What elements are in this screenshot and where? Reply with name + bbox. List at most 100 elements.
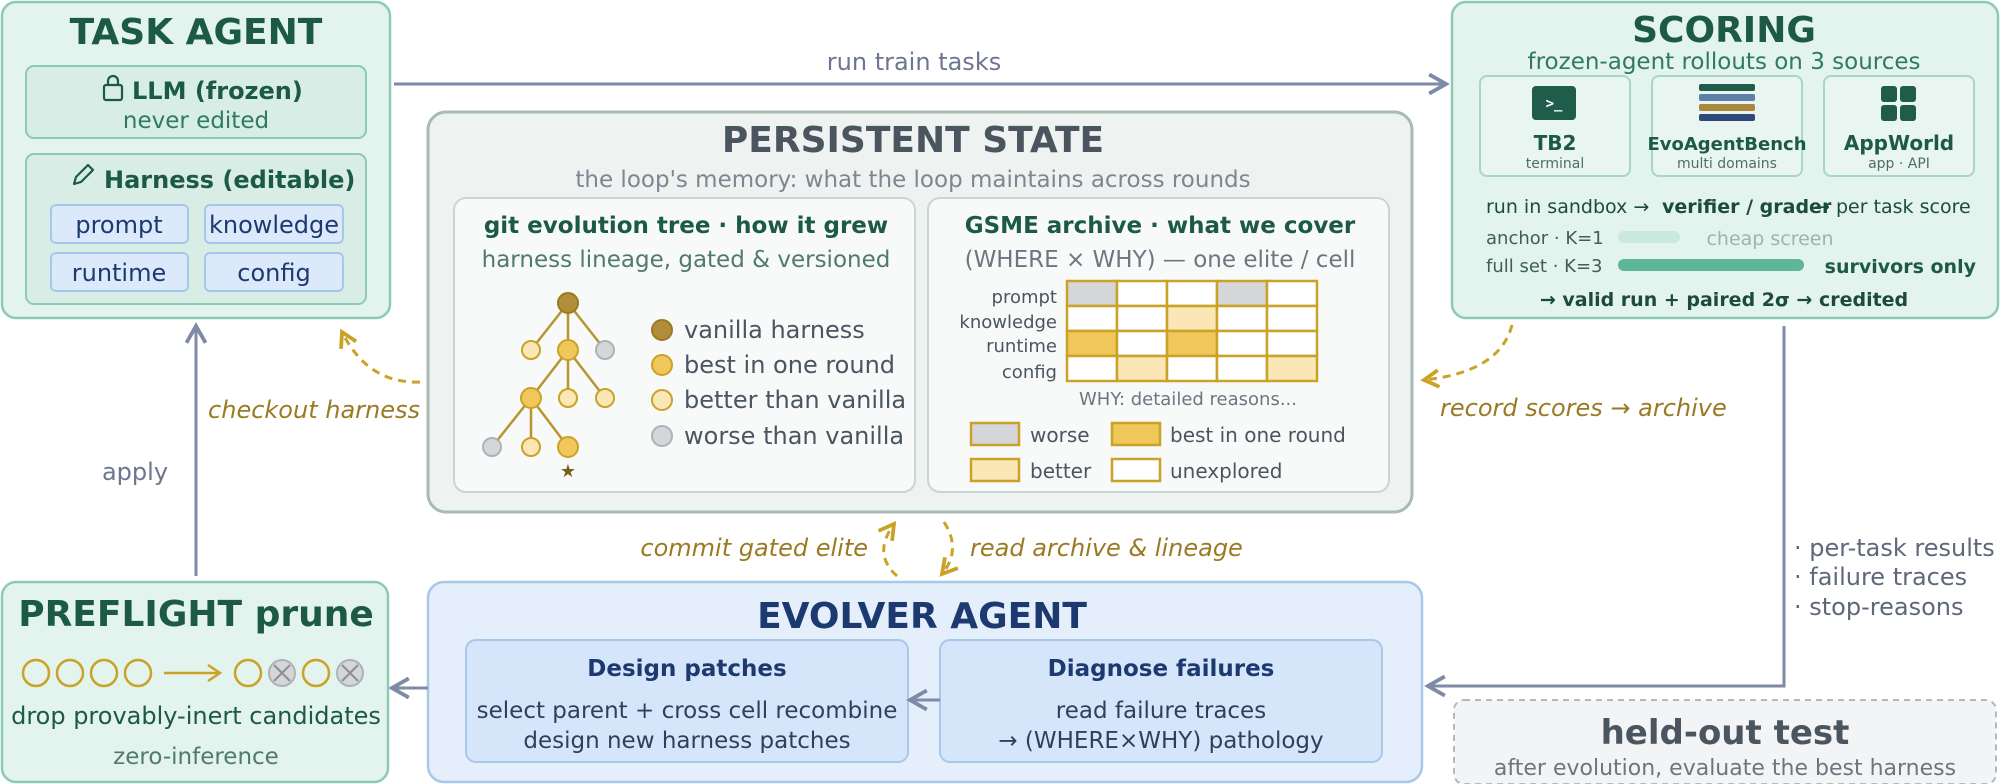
harness-chips: prompt knowledge runtime config	[50, 204, 344, 292]
source-sub-tb2: terminal	[1526, 156, 1584, 172]
run-train-label: run train tasks	[827, 48, 1001, 76]
preflight-sub1: drop provably-inert candidates	[11, 702, 381, 730]
grid-row-prompt: prompt	[992, 287, 1057, 308]
grid-row-knowledge: knowledge	[959, 312, 1057, 333]
persistent-state-panel: PERSISTENT STATE the loop's memory: what…	[426, 110, 1414, 514]
source-card-evoagentbench	[1651, 75, 1803, 177]
source-sub-evoagentbench: multi domains	[1677, 156, 1777, 172]
llm-title: LLM (frozen)	[132, 77, 303, 105]
checkout-arrow	[339, 328, 421, 384]
grid-cell-unexplored	[1115, 329, 1169, 358]
legend-dot-best	[651, 354, 673, 376]
tree-node	[521, 340, 541, 360]
task-agent-title: TASK AGENT	[70, 12, 323, 53]
grid-cell-worse	[1065, 279, 1119, 308]
read-arrow	[939, 521, 959, 577]
star-icon: ★	[560, 461, 576, 482]
legend-better: better than vanilla	[684, 386, 906, 414]
grid-cell-best	[1165, 329, 1219, 358]
legend-gsme-unexplored: unexplored	[1170, 459, 1282, 483]
legend-swatch-unexplored	[1110, 457, 1162, 483]
grid-cell-unexplored	[1065, 354, 1119, 383]
terminal-icon: >_	[1532, 86, 1576, 120]
grid-cell-unexplored	[1215, 354, 1269, 383]
tree-node	[595, 388, 615, 408]
candidate-circles-after	[233, 658, 364, 688]
grid-cell-unexplored	[1165, 279, 1219, 308]
source-name-appworld: AppWorld	[1844, 131, 1954, 155]
cheap-screen-label: cheap screen	[1706, 228, 1833, 250]
gsme-legend: worse best in one round better unexplore…	[969, 421, 1346, 483]
grid-cell-better	[1265, 354, 1319, 383]
record-label: record scores → archive	[1440, 394, 1727, 422]
design-title: Design patches	[587, 656, 786, 682]
tree-legend: vanilla harness best in one round better…	[651, 316, 906, 450]
persistent-title: PERSISTENT STATE	[722, 120, 1104, 161]
grid-row-runtime: runtime	[986, 336, 1057, 357]
chip-config: config	[237, 259, 310, 287]
gsme-grid	[1065, 279, 1319, 383]
diagnose-title: Diagnose failures	[1048, 656, 1275, 682]
commit-arrow	[877, 520, 899, 578]
design-line-2: design new harness patches	[523, 728, 850, 754]
chip-knowledge: knowledge	[209, 211, 339, 239]
scoring-subtitle: frozen-agent rollouts on 3 sources	[1528, 49, 1921, 75]
tree-node-best	[557, 436, 579, 458]
results-item-3: · stop-reasons	[1794, 593, 1963, 621]
pencil-icon	[72, 163, 95, 186]
tree-node	[595, 340, 615, 360]
gsme-subtitle: (WHERE × WHY) — one elite / cell	[965, 247, 1356, 273]
grid-cell-best	[1065, 329, 1119, 358]
heldout-sub: after evolution, evaluate the best harne…	[1494, 756, 1956, 781]
heldout-test-panel: held-out test after evolution, evaluate …	[1453, 699, 1997, 784]
grid-cell-unexplored	[1115, 304, 1169, 333]
preflight-title: PREFLIGHT prune	[18, 594, 374, 635]
sandbox-label: run in sandbox →	[1486, 196, 1649, 218]
design-line-1: select parent + cross cell recombine	[477, 698, 898, 724]
credited-label: → valid run + paired 2σ → credited	[1540, 289, 1908, 311]
grid-cell-better	[1115, 354, 1169, 383]
legend-worse: worse than vanilla	[684, 422, 904, 450]
diagnose-line-2: → (WHERE×WHY) pathology	[998, 728, 1323, 754]
lock-icon	[102, 74, 124, 102]
grid-cell-unexplored	[1265, 329, 1319, 358]
grid-cell-unexplored	[1165, 354, 1219, 383]
record-arrow	[1420, 324, 1514, 389]
candidate-circles-before	[21, 658, 153, 688]
legend-gsme-worse: worse	[1030, 423, 1090, 447]
commit-label: commit gated elite	[640, 534, 868, 562]
tree-node	[521, 437, 541, 457]
grid-cell-unexplored	[1265, 279, 1319, 308]
persistent-subtitle: the loop's memory: what the loop maintai…	[575, 167, 1250, 193]
fullset-label: full set · K=3	[1486, 256, 1602, 277]
source-sub-appworld: app · API	[1868, 156, 1930, 172]
grid-cell-unexplored	[1215, 329, 1269, 358]
grid-cell-worse	[1215, 279, 1269, 308]
diagnose-line-1: read failure traces	[1056, 698, 1266, 724]
survivors-label: survivors only	[1825, 256, 1977, 278]
source-name-tb2: TB2	[1534, 131, 1577, 155]
grid-cell-unexplored	[1065, 304, 1119, 333]
results-item-1: · per-task results	[1794, 534, 1995, 562]
git-tree-title: git evolution tree · how it grew	[484, 213, 888, 239]
pruned-candidate-icon	[268, 659, 296, 687]
source-card-appworld	[1823, 75, 1975, 177]
legend-vanilla: vanilla harness	[684, 316, 865, 344]
tree-node	[557, 339, 579, 361]
grid-icon	[1881, 86, 1916, 121]
tree-node	[558, 388, 578, 408]
stack-icon	[1699, 84, 1755, 121]
legend-swatch-better	[969, 457, 1021, 483]
legend-best: best in one round	[684, 351, 895, 379]
grid-row-config: config	[1002, 362, 1057, 383]
heldout-title: held-out test	[1601, 713, 1850, 753]
grid-cell-better	[1165, 304, 1219, 333]
pruned-candidate-icon	[336, 659, 364, 687]
chip-runtime: runtime	[72, 259, 167, 287]
grid-cell-unexplored	[1115, 279, 1169, 308]
git-tree-subtitle: harness lineage, gated & versioned	[482, 247, 891, 273]
svg-text:>_: >_	[1546, 96, 1563, 112]
task-agent-panel: TASK AGENT LLM (frozen) never edited Har…	[0, 0, 392, 320]
tree-node	[520, 387, 542, 409]
